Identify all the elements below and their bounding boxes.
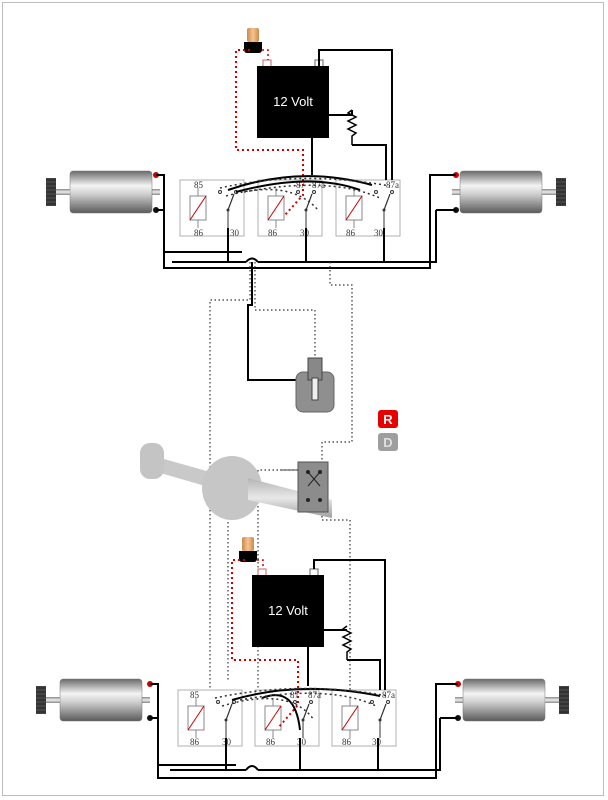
gear-r-letter: R xyxy=(383,412,393,427)
label-87: 87 xyxy=(296,180,306,190)
label-87: 87 xyxy=(290,690,300,700)
gear-r-indicator xyxy=(378,410,398,428)
label-30: 30 xyxy=(230,228,240,238)
label-87a: 87a xyxy=(386,180,399,190)
label-86: 86 xyxy=(266,737,276,747)
motor-bottom-left xyxy=(35,678,151,722)
bottom-assembly: 85 86 30 86 30 87 87a 86 30 87a 12 Volt xyxy=(35,537,570,779)
gear-d-letter: D xyxy=(383,435,392,450)
label-87a: 87a xyxy=(312,180,325,190)
gear-selector-switch[interactable] xyxy=(297,461,329,513)
resistor-bottom xyxy=(341,625,353,660)
label-86: 86 xyxy=(190,737,200,747)
battery-label: 12 Volt xyxy=(273,94,313,109)
label-86: 86 xyxy=(268,228,278,238)
label-85: 85 xyxy=(194,180,204,190)
motor-top-left xyxy=(45,170,161,214)
label-30: 30 xyxy=(372,737,382,747)
gear-indicator: R D xyxy=(378,410,398,451)
top-assembly: 85 86 30 86 30 87 87a 86 30 87a 12 Volt xyxy=(45,28,567,381)
fuse-bottom xyxy=(239,537,257,562)
label-30: 30 xyxy=(300,228,310,238)
label-30: 30 xyxy=(374,228,384,238)
label-85: 85 xyxy=(190,690,200,700)
wires-main xyxy=(150,559,458,779)
relay-bottom-1 xyxy=(177,689,243,747)
motor-bottom-right xyxy=(454,678,570,722)
wire-positive xyxy=(231,559,299,729)
wires-main xyxy=(156,49,456,381)
label-86: 86 xyxy=(342,737,352,747)
label-86: 86 xyxy=(346,228,356,238)
resistor-top xyxy=(346,109,358,145)
wire-positive xyxy=(235,49,304,216)
label-87a: 87a xyxy=(382,690,395,700)
switch-toggle[interactable] xyxy=(295,357,335,413)
middle-control: R D xyxy=(140,262,398,690)
label-86: 86 xyxy=(194,228,204,238)
label-30: 30 xyxy=(297,737,307,747)
battery-label: 12 Volt xyxy=(268,603,308,618)
gear-d-indicator xyxy=(378,433,398,451)
fuse-top xyxy=(244,28,262,53)
label-87a: 87a xyxy=(308,690,321,700)
motor-top-right xyxy=(451,170,567,214)
